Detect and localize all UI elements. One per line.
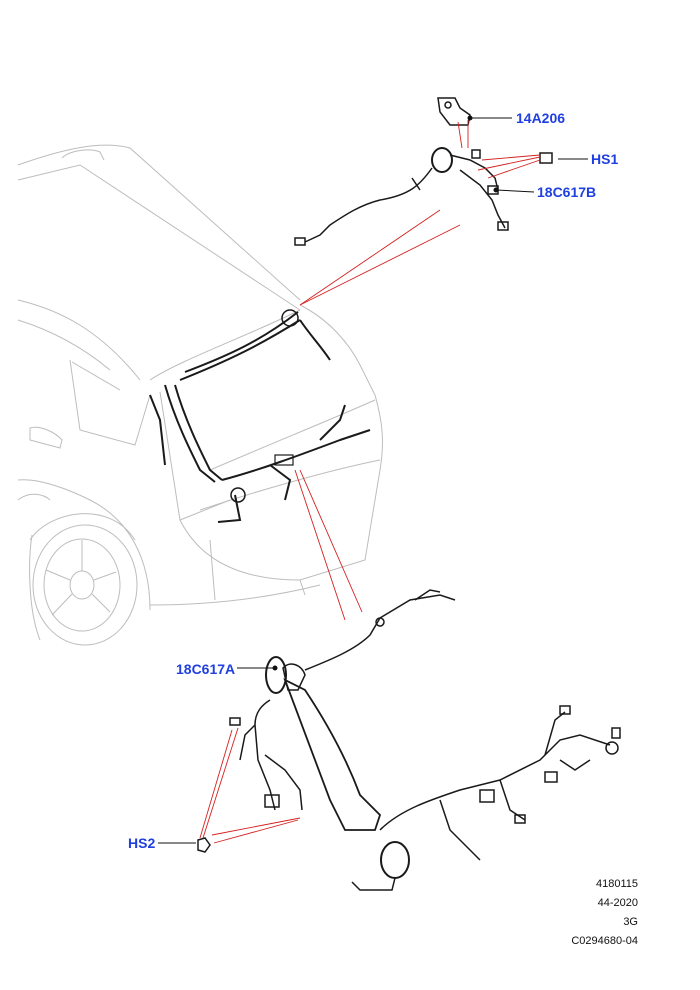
- vehicle-outline: [17, 144, 383, 646]
- callout-hs2[interactable]: HS2: [128, 835, 156, 851]
- lower-harness-detail: [197, 589, 621, 891]
- diagram-reference-number: 4180115: [595, 878, 638, 890]
- callout-hs1[interactable]: HS1: [591, 151, 619, 167]
- diagram-date-code: 44-2020: [597, 897, 638, 909]
- callout-18c617a[interactable]: 18C617A: [176, 661, 236, 677]
- installed-harness: [149, 309, 371, 523]
- callout-14a206[interactable]: 14A206: [516, 110, 566, 126]
- callout-18c617b[interactable]: 18C617B: [537, 184, 597, 200]
- diagram-variant-code: 3G: [623, 916, 638, 928]
- callout-pointers: [158, 115, 588, 844]
- upper-harness-detail: [294, 97, 553, 246]
- diagram-illustration-id: C0294680-04: [571, 935, 638, 947]
- red-leader-lines: [199, 120, 541, 844]
